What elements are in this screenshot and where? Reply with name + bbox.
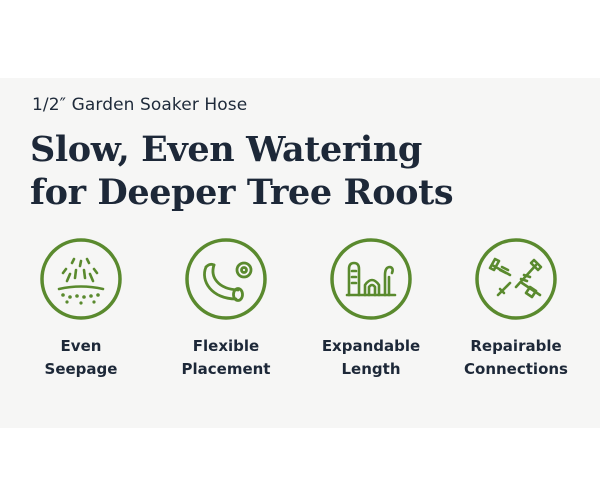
feature-repairable-connections: Repairable Connections xyxy=(446,237,586,381)
feature-even-seepage: Even Seepage xyxy=(11,237,151,381)
flexible-hose-icon xyxy=(184,237,268,321)
seepage-icon xyxy=(39,237,123,321)
headline-line-2: for Deeper Tree Roots xyxy=(30,172,454,213)
product-subtitle: 1/2″ Garden Soaker Hose xyxy=(32,95,248,115)
feature-label: Expandable Length xyxy=(321,337,421,378)
headline: Slow, Even Watering for Deeper Tree Root… xyxy=(30,128,590,214)
feature-label: Repairable Connections xyxy=(464,337,568,378)
headline-line-1: Slow, Even Watering xyxy=(30,129,422,170)
feature-expandable-length: Expandable Length xyxy=(301,237,441,381)
repair-connector-icon xyxy=(474,237,558,321)
expandable-hose-icon xyxy=(329,237,413,321)
feature-label: Even Seepage xyxy=(44,337,118,378)
feature-flexible-placement: Flexible Placement xyxy=(156,237,296,381)
feature-band xyxy=(0,78,600,428)
feature-label: Flexible Placement xyxy=(181,337,271,378)
